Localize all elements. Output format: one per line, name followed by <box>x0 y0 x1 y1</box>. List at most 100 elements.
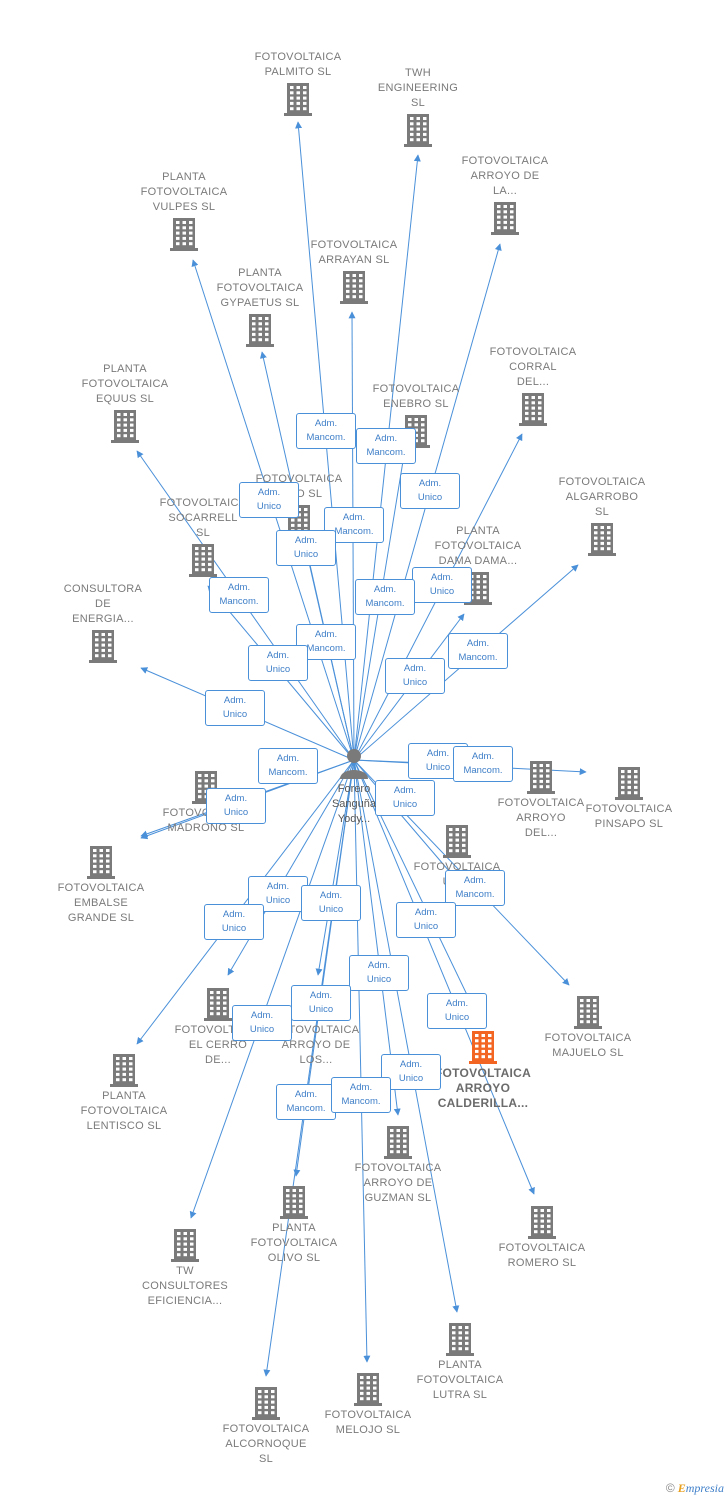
brand-initial: E <box>677 1481 686 1495</box>
company-label-line: ENERGIA... <box>72 613 134 625</box>
role-badge-line: Adm. <box>227 582 251 593</box>
company-label-line: SL <box>410 97 426 109</box>
building-icon <box>124 217 244 251</box>
edge-ulla <box>353 759 456 879</box>
role-badge-line: Mancom. <box>219 596 259 607</box>
building-icon <box>238 82 358 116</box>
role-badge-arrayan[interactable]: Adm.Mancom. <box>296 413 356 449</box>
role-badge-arroyo-la[interactable]: Adm. Unico <box>400 473 460 509</box>
role-badge-lutra[interactable]: Adm.Unico <box>381 1054 441 1090</box>
role-badge-consultora[interactable]: Adm.Unico <box>205 690 265 726</box>
role-badge-line: Adm. <box>418 478 442 489</box>
role-badge-line: Adm. <box>466 638 490 649</box>
role-badge-alcornoque[interactable]: Adm.Mancom. <box>276 1084 336 1120</box>
brand-logo[interactable]: ©Empresia <box>666 1481 724 1496</box>
role-badge-line: Adm. <box>414 907 438 918</box>
role-badge-equus[interactable]: Adm. Mancom. <box>209 577 269 613</box>
role-badge-pinsapo[interactable]: Adm.Mancom. <box>453 746 513 782</box>
role-badge-line: Adm. <box>374 433 398 444</box>
role-badge-tw[interactable]: Adm.Unico <box>291 985 351 1021</box>
role-badge-line: Mancom. <box>458 652 498 663</box>
role-badge-vulpes[interactable]: Adm.Unico <box>239 482 299 518</box>
role-badge-embalse[interactable]: Adm.Unico <box>206 788 266 824</box>
company-label-line: EQUUS SL <box>95 393 155 405</box>
edge-arroyo-los <box>315 759 355 976</box>
role-badge-calderilla[interactable]: Adm. Unico <box>396 902 456 938</box>
role-badge-higo[interactable]: Adm.Unico <box>385 658 445 694</box>
role-badge-corral[interactable]: Adm.Unico <box>412 567 472 603</box>
company-label-line: FOTOVOLTAICA <box>354 1162 442 1174</box>
role-badge-madrono[interactable]: Adm.Mancom. <box>258 748 318 784</box>
company-label-line: FOTOVOLTAICA <box>416 1374 504 1386</box>
role-badge-lentisco[interactable]: Adm.Unico <box>204 904 264 940</box>
role-badge-guzman[interactable]: Adm.Unico <box>349 955 409 991</box>
company-label-line: CONSULTORES <box>141 1280 229 1292</box>
role-badge-line: Unico <box>413 921 439 932</box>
role-badge-ulla[interactable]: Adm.Unico <box>375 780 435 816</box>
company-label-line: FOTOVOLTAICA <box>585 803 673 815</box>
role-badge-line: Adm. <box>373 584 397 595</box>
role-badge-line: Mancom. <box>463 765 503 776</box>
role-badge-line: Unico <box>417 492 443 503</box>
company-label-line: FOTOVOLTAICA <box>544 1032 632 1044</box>
role-badge-melojo[interactable]: Adm.Mancom. <box>331 1077 391 1113</box>
role-badge-gypaetus[interactable]: Adm.Unico <box>276 530 336 566</box>
company-label-line: SOCARRELL <box>168 512 238 524</box>
role-badge-socarrell[interactable]: Adm.Unico <box>248 645 308 681</box>
role-badge-majuelo[interactable]: Adm.Mancom. <box>445 870 505 906</box>
company-label-line: FOTOVOLTAICA <box>498 1242 586 1254</box>
role-badge-olivo[interactable]: Adm.Unico <box>232 1005 292 1041</box>
role-badge-line: Adm. <box>399 1059 423 1070</box>
role-badge-twh[interactable]: Adm.Mancom. <box>356 428 416 464</box>
building-icon <box>528 995 648 1029</box>
company-label-line: FOTOVOLTAICA <box>57 882 145 894</box>
center-person[interactable]: Forero Sanguña Yody... <box>294 744 414 827</box>
role-badge-line: Unico <box>223 807 249 818</box>
company-node-madrono[interactable]: FOTOVOLTAICAMADROÑO SL <box>146 768 266 836</box>
role-badge-romero[interactable]: Adm.Unico <box>427 993 487 1029</box>
company-label-line: PALMITO SL <box>264 66 332 78</box>
role-badge-cerro[interactable]: Adm.Unico <box>248 876 308 912</box>
role-badge-dama[interactable]: Adm.Mancom. <box>355 579 415 615</box>
company-label-line: EMBALSE <box>73 897 129 909</box>
edge-melojo <box>353 759 371 1363</box>
person-name: Forero Sanguña Yody... <box>294 782 414 827</box>
role-badge-line: Adm. <box>349 1082 373 1093</box>
role-badge-algarrobo[interactable]: Adm. Mancom. <box>448 633 508 669</box>
role-badge-arroyo-los[interactable]: Adm.Unico <box>301 885 361 921</box>
company-label-line: VULPES SL <box>152 201 216 213</box>
company-label-line: FOTOVOLTAICA <box>250 1237 338 1249</box>
edge-lentisco <box>136 759 355 1045</box>
company-label-line: FOTOVOLTAICA <box>222 1423 310 1435</box>
